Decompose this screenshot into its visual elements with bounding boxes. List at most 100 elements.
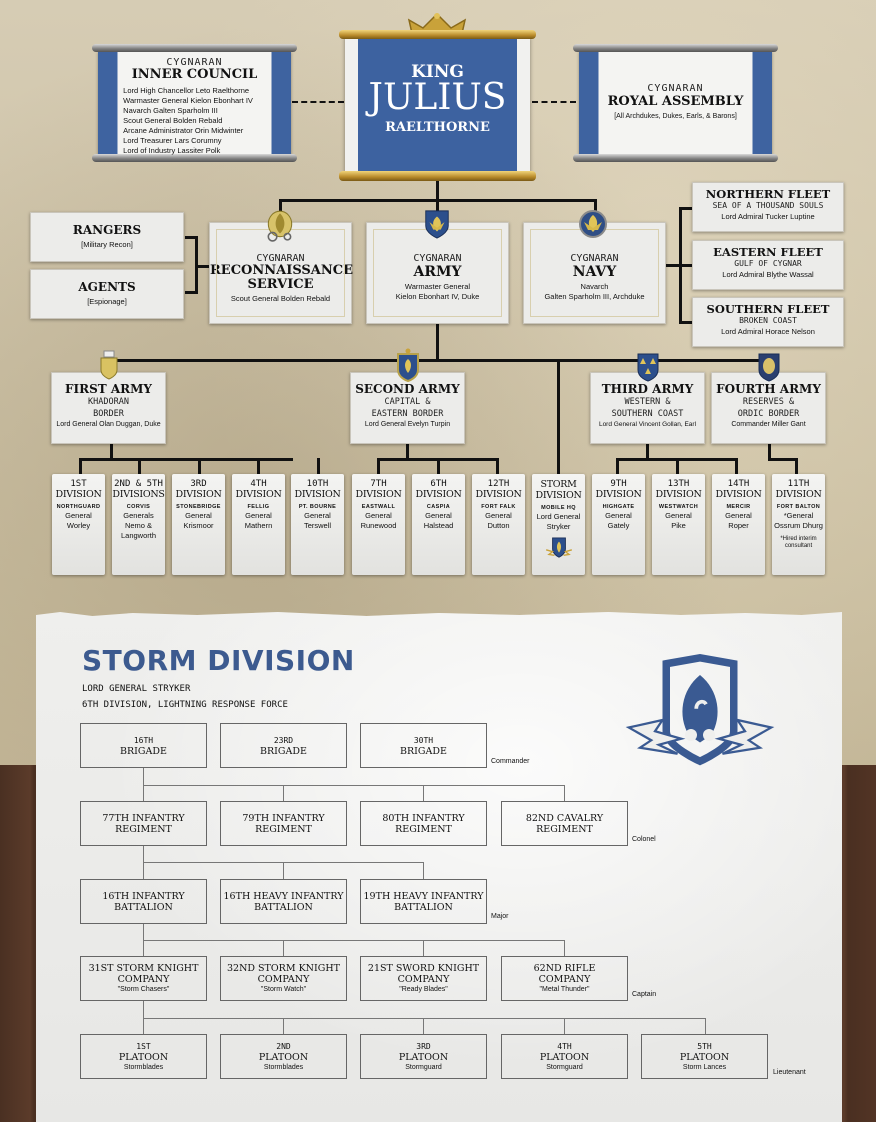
division-ordinal: 1ST	[70, 479, 87, 489]
army-region: EASTERN BORDER	[371, 409, 444, 419]
brigade-box: 16TH BRIGADE	[80, 723, 207, 768]
king-assembly-connector	[532, 101, 576, 103]
division-commander: Nemo &	[124, 521, 153, 530]
branch-title: ARMY	[413, 264, 462, 280]
division-name: DIVISION	[175, 489, 222, 500]
fleet-card-eastern: EASTERN FLEET GULF OF CYGNAR Lord Admira…	[692, 240, 844, 290]
div-drop	[317, 458, 320, 475]
king-down-connector	[436, 180, 439, 202]
division-commander: General	[365, 511, 392, 520]
division-location: EASTWALL	[361, 504, 396, 510]
org-connector	[564, 1018, 565, 1035]
company-nickname: "Storm Chasers"	[117, 985, 170, 993]
division-commander: Terswell	[303, 521, 332, 530]
army-drop	[436, 199, 439, 213]
army-leader: Commander Miller Gant	[731, 421, 806, 428]
company-box: 21ST SWORD KNIGHT COMPANY "Ready Blades"	[360, 956, 487, 1001]
brigade-ordinal: 23RD	[273, 735, 294, 745]
fleet-region: SEA OF A THOUSAND SOULS	[712, 201, 824, 210]
agents-bracket	[185, 291, 197, 294]
armies-horizontal-connector	[108, 359, 770, 362]
first-army-div-bar	[79, 458, 293, 461]
regiment-type: REGIMENT	[115, 823, 172, 835]
rangers-note: [Military Recon]	[81, 240, 133, 249]
org-connector	[143, 1000, 144, 1035]
division-location: FORT BALTON	[776, 504, 821, 510]
army-title: FIRST ARMY	[64, 382, 152, 396]
battalion-type: BATTALION	[114, 901, 173, 913]
fleet-bracket-east	[666, 264, 693, 267]
platoon-name: PLATOON	[539, 1051, 590, 1063]
branch-title: SERVICE	[247, 277, 314, 292]
army-title: SECOND ARMY	[355, 382, 460, 396]
division-ordinal: 2ND & 5TH	[114, 479, 163, 489]
division-footnote: consultant	[784, 543, 813, 549]
third-army-crest-icon	[637, 353, 659, 382]
platoon-unit: Stormblades	[263, 1063, 304, 1071]
division-ordinal: 13TH	[667, 479, 690, 489]
royal-assembly-note: [All Archdukes, Dukes, Earls, & Barons]	[614, 113, 737, 120]
recon-drop	[279, 199, 282, 213]
battalion-type: BATTALION	[394, 901, 453, 913]
division-ordinal: 11TH	[787, 479, 810, 489]
org-connector	[423, 1018, 424, 1035]
brigade-box: 23RD BRIGADE	[220, 723, 347, 768]
org-connector	[423, 940, 424, 957]
division-card: 14TH DIVISION MERCIR General Roper	[712, 474, 765, 575]
regiment-box: 77TH INFANTRY REGIMENT	[80, 801, 207, 846]
platoon-name: PLATOON	[679, 1051, 730, 1063]
org-connector	[143, 767, 144, 801]
council-member: Warmaster General Kielon Ebonhart IV	[123, 96, 253, 105]
brigade-box: 30TH BRIGADE	[360, 723, 487, 768]
company-box: 32ND STORM KNIGHT COMPANY "Storm Watch"	[220, 956, 347, 1001]
royal-assembly-banner: CYGNARAN ROYAL ASSEMBLY [All Archdukes, …	[573, 44, 778, 162]
company-type: COMPANY	[397, 973, 450, 985]
division-location: PT. BOURNE	[298, 504, 337, 510]
brigade-name: BRIGADE	[400, 745, 447, 757]
first-army-crest-icon	[100, 350, 118, 380]
company-name: 62ND RIFLE	[533, 962, 596, 974]
regiment-box: 80TH INFANTRY REGIMENT	[360, 801, 487, 846]
division-commander: General	[605, 511, 632, 520]
agents-note: [Espionage]	[87, 297, 127, 306]
div-drop	[735, 458, 738, 475]
rank-label-commander: Commander	[491, 758, 530, 765]
battalion-box: 16TH HEAVY INFANTRY BATTALION	[220, 879, 347, 924]
platoon-name: PLATOON	[398, 1051, 449, 1063]
fleet-region: GULF OF CYGNAR	[734, 259, 802, 268]
division-location: HIGHGATE	[602, 504, 635, 510]
fleet-region: BROKEN COAST	[739, 316, 797, 325]
regiment-box: 79TH INFANTRY REGIMENT	[220, 801, 347, 846]
rank-label-captain: Captain	[632, 991, 657, 998]
reconnaissance-emblem-icon	[267, 210, 293, 242]
army-shield-icon	[425, 210, 449, 239]
division-ordinal: 10TH	[306, 479, 329, 489]
division-name: DIVISION	[655, 489, 702, 500]
gold-rod	[339, 30, 536, 39]
fleet-card-southern: SOUTHERN FLEET BROKEN COAST Lord Admiral…	[692, 297, 844, 347]
division-commander: General	[725, 511, 752, 520]
royal-assembly-kicker: CYGNARAN	[647, 83, 704, 94]
council-king-connector	[292, 101, 344, 103]
battalion-box: 16TH INFANTRY BATTALION	[80, 879, 207, 924]
council-member: Arcane Administrator Orin Midwinter	[123, 126, 244, 135]
division-card: 3RD DIVISION STONEBRIDGE General Krismoo…	[172, 474, 225, 575]
company-nickname: "Ready Blades"	[399, 985, 448, 993]
division-commander: General	[185, 511, 212, 520]
division-card: 2ND & 5TH DIVISIONS CORVIS Generals Nemo…	[112, 474, 165, 575]
division-location: NORTHGUARD	[56, 504, 101, 510]
platoon-unit: Stormguard	[546, 1063, 583, 1071]
rank-label-major: Major	[491, 913, 509, 920]
division-location: CORVIS	[126, 504, 151, 510]
division-card: 12TH DIVISION FORT FALK General Dutton	[472, 474, 525, 575]
branch-kicker: CYGNARAN	[256, 253, 305, 264]
council-member: Navarch Galten Sparholm III	[123, 106, 218, 115]
branch-kicker: CYGNARAN	[570, 253, 619, 264]
division-name: DIVISION	[535, 490, 582, 501]
division-commander: Ossrum Dhurg	[774, 521, 823, 530]
rank-label-colonel: Colonel	[632, 836, 656, 843]
division-commander: Stryker	[546, 522, 571, 531]
division-card: 1ST DIVISION NORTHGUARD General Worley	[52, 474, 105, 575]
branch-leader: Kielon Ebonhart IV, Duke	[395, 292, 480, 301]
fleet-bracket-south	[679, 321, 693, 324]
